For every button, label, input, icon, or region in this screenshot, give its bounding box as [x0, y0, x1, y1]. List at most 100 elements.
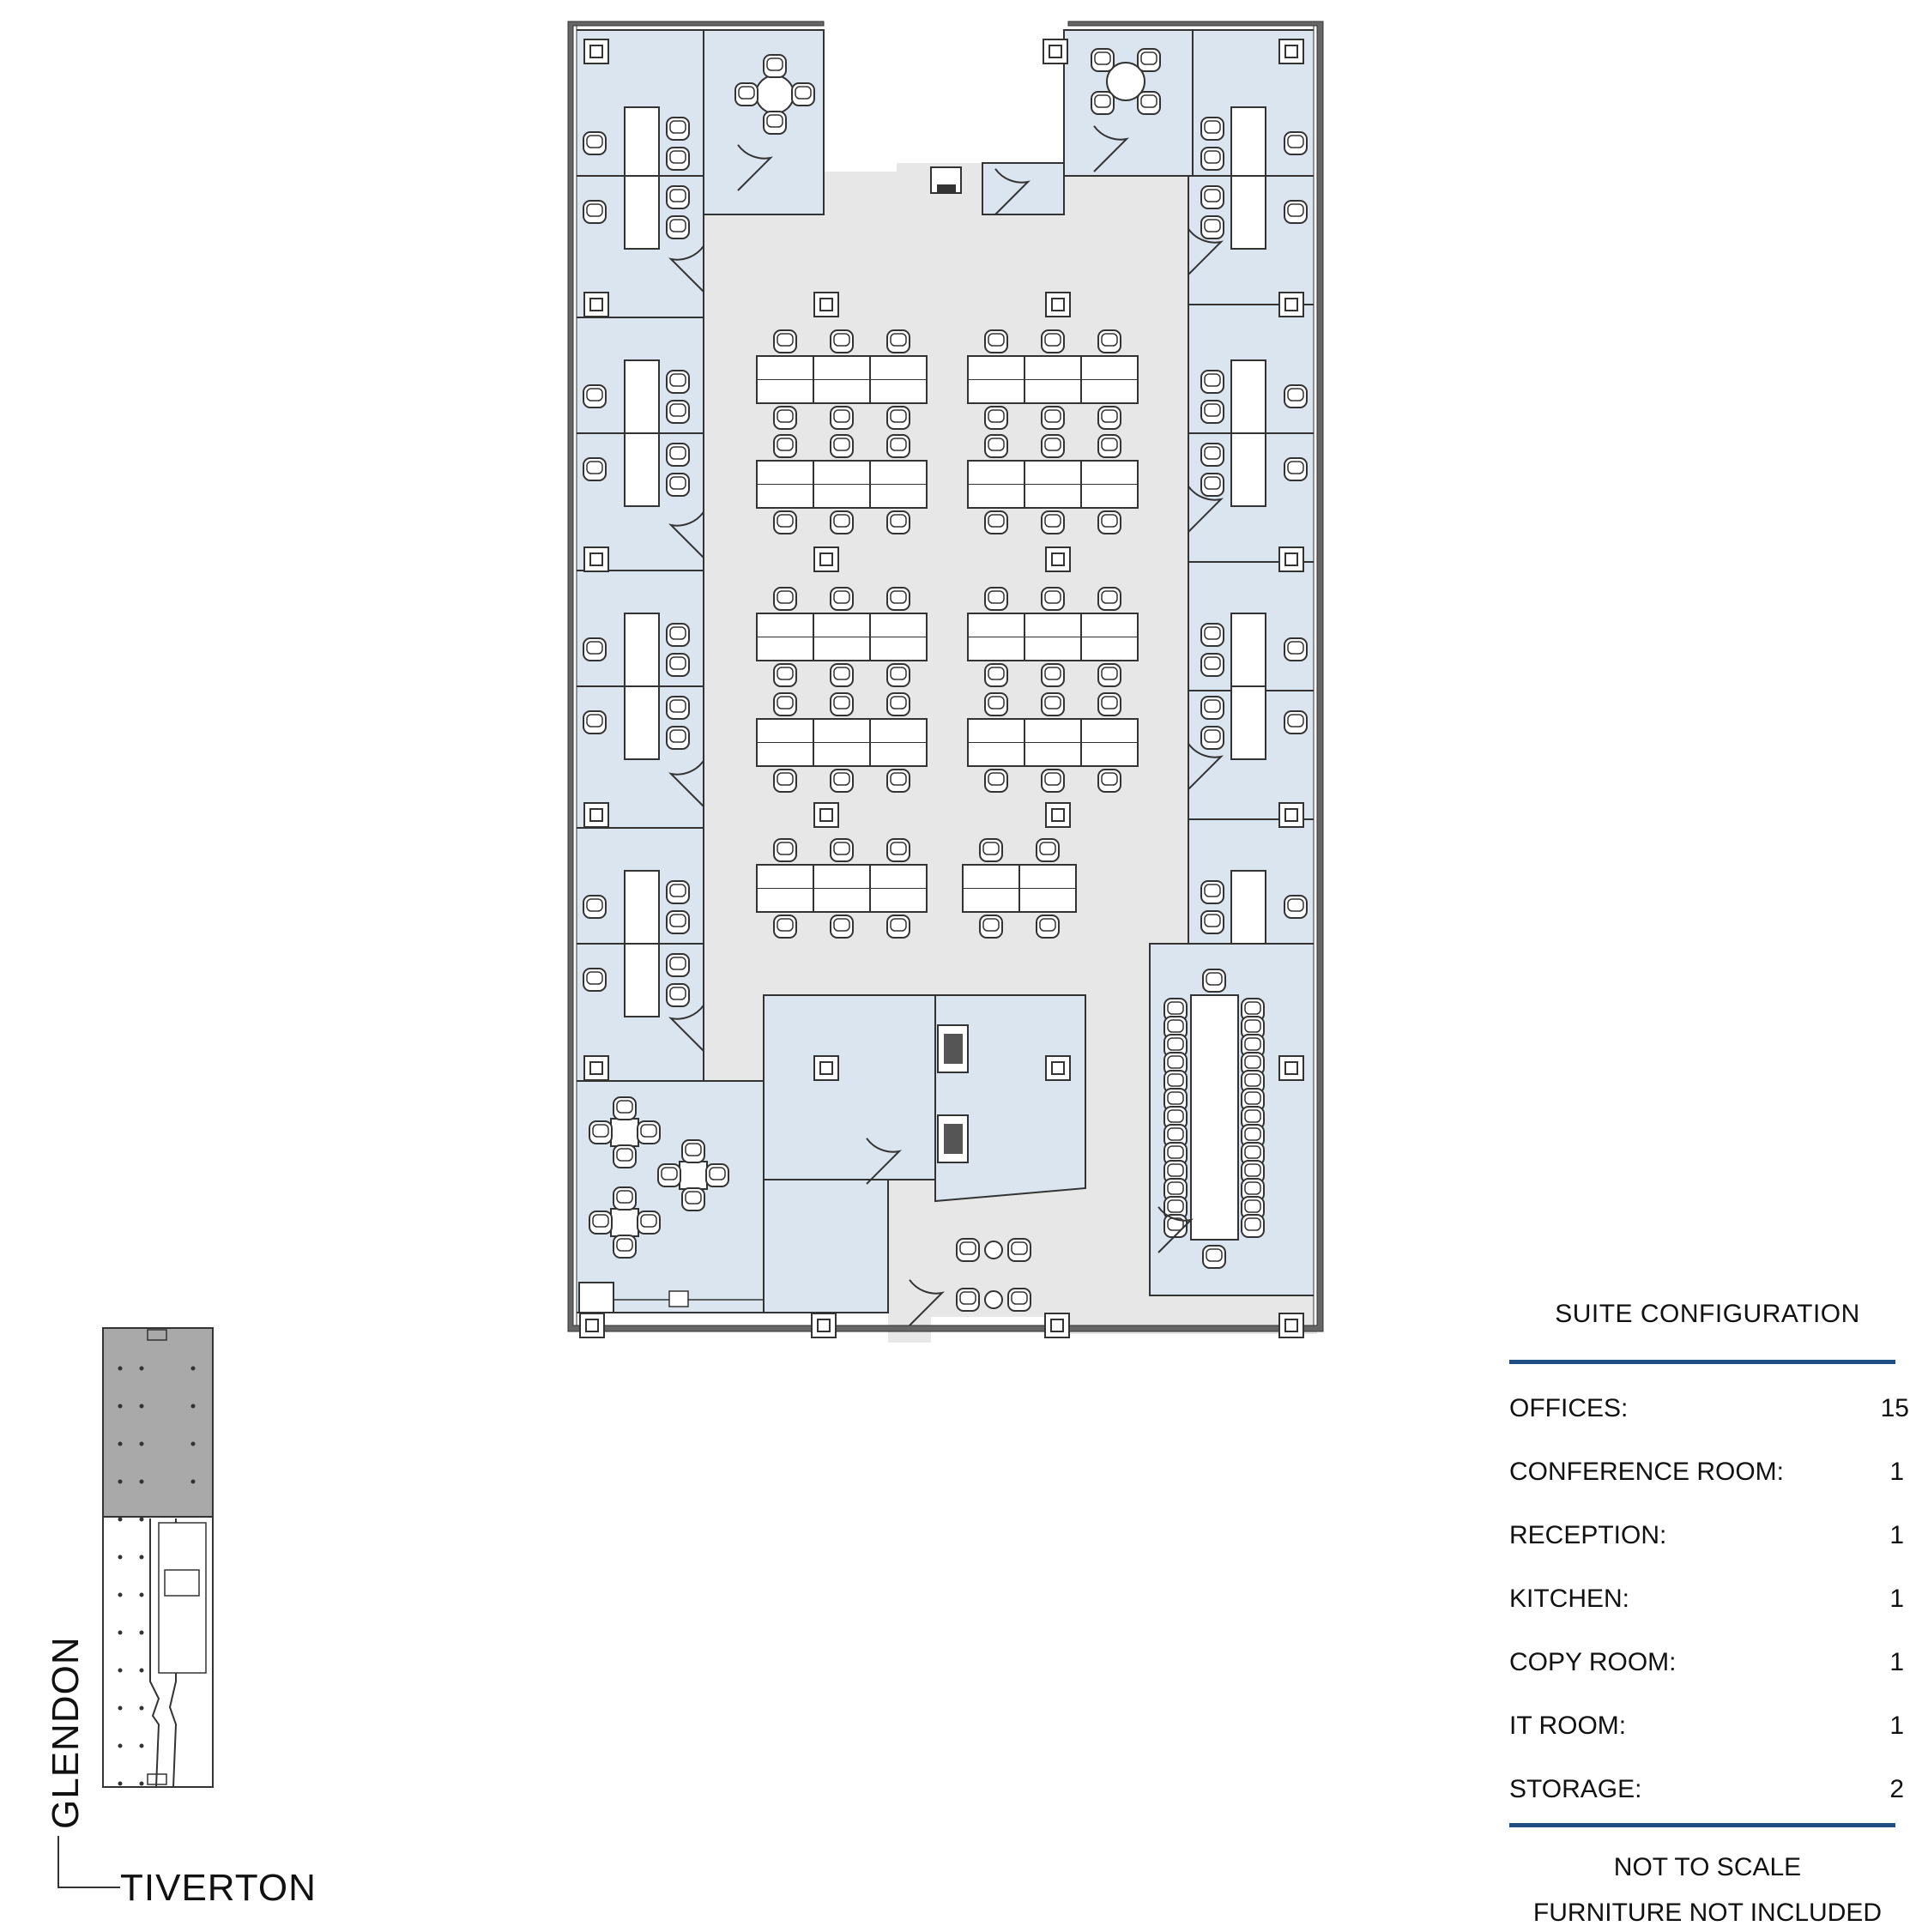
copy-room-furniture — [937, 1024, 969, 1163]
key-plan-column-dot — [118, 1668, 123, 1673]
chair-icon — [773, 769, 797, 793]
column-icon — [1278, 39, 1304, 64]
chair-icon — [681, 1187, 705, 1211]
chair-icon — [1041, 510, 1065, 534]
config-row-kitchen: KITCHEN: 1 — [1509, 1585, 1909, 1619]
chair-icon — [979, 915, 1003, 939]
chair-icon — [1284, 457, 1308, 481]
chair-icon — [1200, 400, 1224, 424]
config-row-copy-room: COPY ROOM: 1 — [1509, 1648, 1909, 1682]
street-leader-line — [57, 1836, 120, 1888]
column-icon — [583, 39, 609, 64]
chair-icon — [666, 147, 690, 171]
key-plan-columns — [118, 1366, 196, 1786]
furniture-note: FURNITURE NOT INCLUDED — [1532, 1899, 1883, 1927]
door-swing — [994, 168, 1031, 215]
key-plan-column-dot — [118, 1706, 123, 1711]
chair-icon — [830, 329, 854, 353]
key-plan-column-dot — [139, 1706, 144, 1711]
config-value: 1 — [1889, 1458, 1904, 1486]
chair-icon — [666, 185, 690, 209]
key-plan-elevator — [164, 1569, 200, 1597]
kitchen-table — [610, 1208, 639, 1237]
chair-icon — [830, 692, 854, 716]
chair-icon — [1097, 510, 1121, 534]
config-row-conference-room: CONFERENCE ROOM: 1 — [1509, 1458, 1909, 1492]
office-desk — [1230, 359, 1266, 434]
chair-icon — [984, 663, 1008, 687]
column-icon — [813, 292, 839, 317]
chair-icon — [666, 910, 690, 934]
key-plan-column-dot — [190, 1404, 196, 1409]
config-label: KITCHEN: — [1509, 1585, 1630, 1613]
key-plan-shaded-area — [102, 1327, 214, 1518]
window-wall-left — [572, 25, 577, 1326]
key-plan-column-dot — [118, 1517, 123, 1522]
chair-icon — [1200, 910, 1224, 934]
window-wall-right — [1313, 25, 1318, 1326]
office-desk — [624, 870, 660, 945]
key-plan-column-dot — [190, 1441, 196, 1446]
chair-icon — [1200, 653, 1224, 677]
small-room-top — [982, 162, 1065, 215]
chair-icon — [666, 623, 690, 647]
key-plan-column-dot — [139, 1668, 144, 1673]
chair-icon — [984, 434, 1008, 458]
chair-icon — [583, 200, 607, 224]
chair-icon — [1041, 692, 1065, 716]
door-swing — [668, 245, 704, 293]
key-plan-column-dot — [118, 1630, 123, 1635]
key-plan-column-dot — [118, 1404, 123, 1409]
chair-icon — [1284, 131, 1308, 155]
key-plan-column-dot — [139, 1743, 144, 1748]
door-swing — [1188, 486, 1224, 533]
chair-icon — [1097, 329, 1121, 353]
chair-icon — [1284, 895, 1308, 919]
office-desk — [624, 106, 660, 181]
reception-seating — [956, 1238, 1031, 1312]
chair-icon — [613, 1235, 637, 1259]
door-swing — [737, 144, 774, 191]
kitchen-tables — [578, 1096, 764, 1313]
chair-icon — [979, 838, 1003, 862]
config-label: RECEPTION: — [1509, 1521, 1667, 1549]
chair-icon — [773, 587, 797, 611]
round-table-left — [734, 54, 815, 135]
door-swing — [1157, 1206, 1194, 1253]
chair-icon — [1200, 117, 1224, 141]
bottom-rule — [1509, 1823, 1895, 1827]
chair-icon — [1200, 726, 1224, 750]
config-row-storage: STORAGE: 2 — [1509, 1775, 1909, 1809]
chair-icon — [830, 434, 854, 458]
config-label: COPY ROOM: — [1509, 1648, 1677, 1676]
chair-icon — [773, 406, 797, 430]
chair-icon — [984, 510, 1008, 534]
chair-icon — [666, 953, 690, 977]
config-label: OFFICES: — [1509, 1394, 1629, 1422]
column-icon — [583, 802, 609, 828]
chair-icon — [1036, 915, 1060, 939]
chair-icon — [666, 370, 690, 394]
chair-icon — [984, 769, 1008, 793]
key-plan-column-dot — [190, 1366, 196, 1371]
column-icon — [1045, 1055, 1071, 1081]
chair-icon — [830, 406, 854, 430]
office-desk — [1230, 106, 1266, 181]
chair-icon — [1200, 880, 1224, 904]
office-furniture — [583, 106, 1308, 1017]
chair-icon — [681, 1139, 705, 1163]
key-plan-column-dot — [139, 1479, 144, 1484]
chair-icon — [583, 637, 607, 661]
column-icon — [1278, 802, 1304, 828]
chair-icon — [886, 663, 910, 687]
chair-icon — [830, 663, 854, 687]
key-plan-column-dot — [190, 1479, 196, 1484]
kitchen-table — [610, 1118, 639, 1147]
column-icon — [813, 546, 839, 572]
chair-icon — [1284, 710, 1308, 734]
chair-icon — [1097, 769, 1121, 793]
chair-icon — [1041, 434, 1065, 458]
chair-icon — [1163, 1214, 1188, 1238]
key-plan-column-dot — [118, 1743, 123, 1748]
